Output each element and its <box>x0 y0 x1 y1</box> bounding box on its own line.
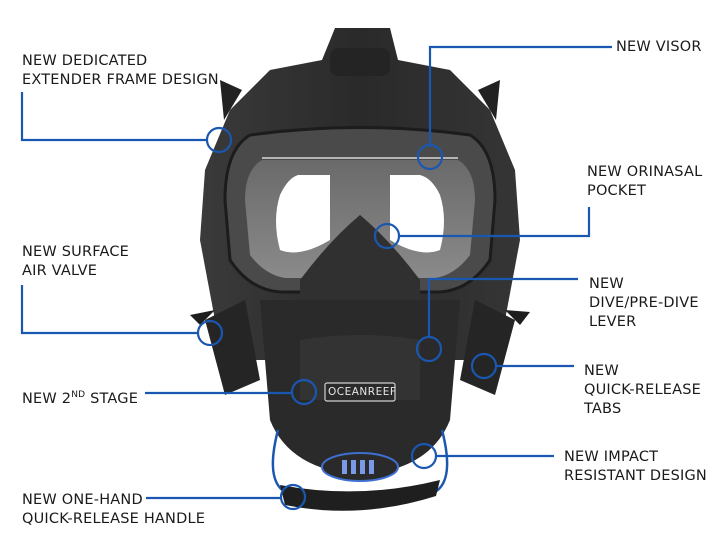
callout-line: NEW ONE-HAND <box>22 492 143 508</box>
callout-surface-air-valve: NEW SURFACE AIR VALVE <box>22 243 129 281</box>
brand-badge: OCEANREEF <box>328 386 397 398</box>
callout-line: NEW SURFACE <box>22 244 130 260</box>
callout-impact-resistant: NEW IMPACT RESISTANT DESIGN <box>564 448 707 486</box>
callout-line: NEW IMPACT <box>564 449 659 465</box>
callout-visor: NEW VISOR <box>616 38 702 57</box>
callout-orinasal-pocket: NEW ORINASAL POCKET <box>587 163 702 201</box>
callout-line: LEVER <box>589 314 637 330</box>
callout-line: NEW 2 <box>22 391 72 407</box>
callout-one-hand-handle: NEW ONE-HAND QUICK-RELEASE HANDLE <box>22 491 205 529</box>
callout-line: QUICK-RELEASE HANDLE <box>22 511 206 527</box>
brand-badge-frame <box>324 382 396 402</box>
callout-line: EXTENDER FRAME DESIGN <box>22 72 219 88</box>
callout-lines <box>20 45 612 511</box>
callout-line: RESISTANT DESIGN <box>564 468 707 484</box>
callout-line: STAGE <box>85 391 139 407</box>
callout-second-stage: NEW 2ND STAGE <box>22 386 138 409</box>
callout-line: QUICK-RELEASE <box>584 382 702 398</box>
callout-extender-frame: NEW DEDICATED EXTENDER FRAME DESIGN <box>22 52 219 90</box>
quick-release-handle <box>271 429 449 511</box>
callout-line: AIR VALVE <box>22 263 98 279</box>
callout-line: TABS <box>584 401 622 417</box>
front-purge-button <box>321 452 399 482</box>
callout-dive-lever: NEW DIVE/PRE-DIVE LEVER <box>589 275 699 332</box>
visor <box>223 126 497 300</box>
superscript: ND <box>71 390 86 400</box>
callout-line: NEW <box>589 276 624 292</box>
callout-line: DIVE/PRE-DIVE <box>589 295 699 311</box>
callout-line: NEW <box>584 363 619 379</box>
callout-line: POCKET <box>587 183 647 199</box>
callout-quick-release-tabs: NEW QUICK-RELEASE TABS <box>584 362 701 419</box>
callout-line: NEW ORINASAL <box>587 164 703 180</box>
callout-line: NEW DEDICATED <box>22 53 148 69</box>
callout-line: NEW VISOR <box>616 39 702 55</box>
